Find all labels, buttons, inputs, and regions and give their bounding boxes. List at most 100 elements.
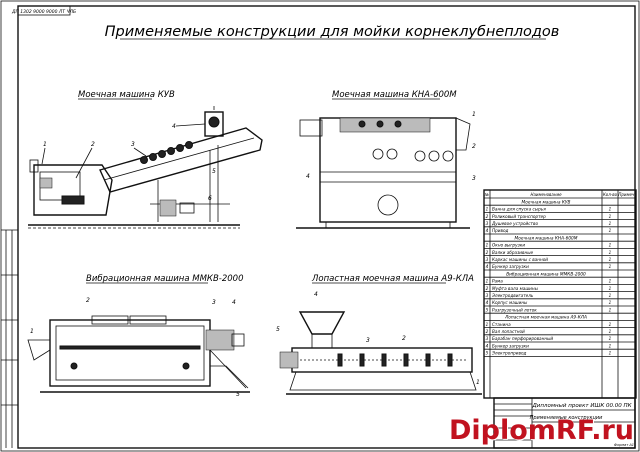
- table-cell-qty: 1: [609, 322, 612, 327]
- mmkv-callout-4: 4: [232, 299, 236, 306]
- table-cell-num: 2: [486, 286, 489, 291]
- table-cell-name: Роликовый транспортер: [492, 214, 546, 219]
- kub-callout-5: 5: [212, 168, 216, 175]
- table-cell-num: 1: [486, 207, 489, 212]
- table-cell-name: Привод: [492, 228, 509, 233]
- a9-callout-3: 3: [366, 337, 370, 344]
- table-cell-qty: 1: [609, 264, 612, 269]
- table-header-qty: Кол-во: [603, 192, 618, 197]
- table-cell-num: 5: [486, 351, 489, 356]
- table-cell-qty: 1: [609, 293, 612, 298]
- table-cell-name: Валки абразивные: [492, 250, 534, 255]
- table-cell-qty: 1: [609, 207, 612, 212]
- kub-callout-3: 3: [131, 141, 135, 148]
- table-cell-name: Разгрузочный лоток: [492, 307, 537, 312]
- table-cell-name: Бункер загрузки: [492, 343, 529, 348]
- kna-callout-4: 4: [306, 173, 310, 180]
- table-cell-name: Электродвигатель: [491, 293, 534, 298]
- table-cell-qty: 1: [609, 329, 612, 334]
- left-margin-strip: [1, 229, 18, 448]
- table-header-name: Наименование: [530, 192, 562, 197]
- kna-unload-window: [299, 119, 323, 137]
- watermark-logo: DiplomRF.ru: [449, 415, 634, 446]
- table-cell-qty: 1: [609, 221, 612, 226]
- table-cell-name: Ванна для спуска сырья: [492, 207, 546, 212]
- kna-callout-2: 2: [472, 143, 476, 150]
- a9-callout-5: 5: [276, 326, 280, 333]
- table-cell-qty: 1: [609, 279, 612, 284]
- title-block-drawing-name: Применяемые конструкции: [530, 415, 604, 421]
- table-cell-qty: 1: [609, 307, 612, 312]
- kna-callout-3: 3: [472, 175, 476, 182]
- title-block-format: Формат А1: [614, 443, 634, 447]
- kub-washing-tank: [33, 164, 113, 216]
- table-header-num: №: [484, 192, 489, 197]
- kub-callout-1: 1: [43, 141, 47, 148]
- a9-callout-1: 1: [476, 379, 480, 386]
- table-cell-name: Окно выгрузки: [492, 243, 525, 248]
- table-cell-num: 3: [486, 336, 489, 341]
- top-stamp-box: [17, 5, 71, 16]
- kub-shower-nozzles: [140, 141, 193, 164]
- kna-abrasive-rollers: [372, 148, 454, 162]
- table-cell-name: Вал лопастной: [492, 329, 525, 334]
- table-cell-qty: 1: [609, 250, 612, 255]
- a9-frame: [289, 371, 477, 391]
- kub-motor: [159, 199, 177, 217]
- a9-paddle-shaft: [337, 353, 453, 367]
- table-group-title: Вибрационная машина ММКВ-2000: [506, 271, 586, 277]
- table-cell-num: 3: [486, 221, 489, 226]
- table-cell-qty: 1: [609, 300, 612, 305]
- table-cell-num: 1: [486, 279, 489, 284]
- table-cell-name: Рама: [492, 279, 503, 284]
- kna-callout-1: 1: [472, 111, 476, 118]
- table-cell-num: 2: [486, 250, 489, 255]
- table-header-note: Примеч.: [618, 192, 635, 197]
- title-block-project: Дипломный проект ИШК 00.00 ПК: [531, 403, 632, 409]
- table-cell-name: Каркас машины с ванной: [492, 257, 548, 262]
- table-group-title: Моечная машина КУВ: [522, 199, 571, 205]
- table-cell-num: 3: [486, 257, 489, 262]
- view-kub-title: Моечная машина КУВ: [78, 90, 175, 100]
- kub-callout-4: 4: [172, 123, 176, 130]
- table-cell-num: 4: [486, 300, 489, 305]
- kub-callout-6: 6: [208, 195, 212, 202]
- table-group-title: Моечная машина КНА-600М: [515, 235, 578, 241]
- a9-callout-2: 2: [402, 335, 406, 342]
- table-cell-qty: 1: [609, 351, 612, 356]
- a9-electric-drive: [279, 351, 299, 369]
- a9-callout-4: 4: [314, 291, 318, 298]
- table-cell-qty: 1: [609, 336, 612, 341]
- table-cell-qty: 1: [609, 243, 612, 248]
- table-cell-qty: 1: [609, 214, 612, 219]
- mmkv-motor: [205, 329, 235, 351]
- mmkv-callout-5: 5: [236, 391, 240, 398]
- view-kub: Моечная машина КУВ 1 2: [28, 90, 263, 229]
- view-a9: Лопастная моечная машина А9-КЛА 4 5 3 2 …: [276, 274, 482, 395]
- table-cell-name: Душевое устройство: [491, 221, 538, 226]
- view-kna-title: Моечная машина КНА-600М: [332, 90, 457, 100]
- table-cell-name: Корпус машины: [492, 300, 528, 305]
- table-cell-num: 2: [486, 329, 489, 334]
- table-cell-name: Станина: [492, 322, 511, 327]
- table-cell-qty: 1: [609, 257, 612, 262]
- table-cell-name: Барабан перфорированный: [492, 336, 553, 341]
- mmkv-frame-end: [27, 339, 51, 361]
- table-cell-name: Муфта вала машины: [492, 286, 539, 291]
- table-cell-num: 1: [486, 243, 489, 248]
- top-stamp-text: ДП 1302 9000 9000 ЛТ ЧЛБ: [11, 9, 76, 15]
- view-kna: Моечная машина КНА-600М 1 2 3 4: [296, 90, 476, 229]
- sheet-title: Применяемые конструкции для мойки корнек…: [105, 24, 560, 40]
- mmkv-callout-1: 1: [30, 328, 34, 335]
- table-cell-num: 4: [486, 228, 489, 233]
- table-cell-num: 4: [486, 264, 489, 269]
- mmkv-callout-2: 2: [86, 297, 90, 304]
- kna-load-hopper: [455, 117, 471, 151]
- spec-table: № Наименование Кол-во Примеч. Моечная ма…: [483, 189, 637, 399]
- table-cell-num: 2: [486, 214, 489, 219]
- kub-roller-conveyor: [99, 127, 263, 193]
- table-cell-qty: 1: [609, 286, 612, 291]
